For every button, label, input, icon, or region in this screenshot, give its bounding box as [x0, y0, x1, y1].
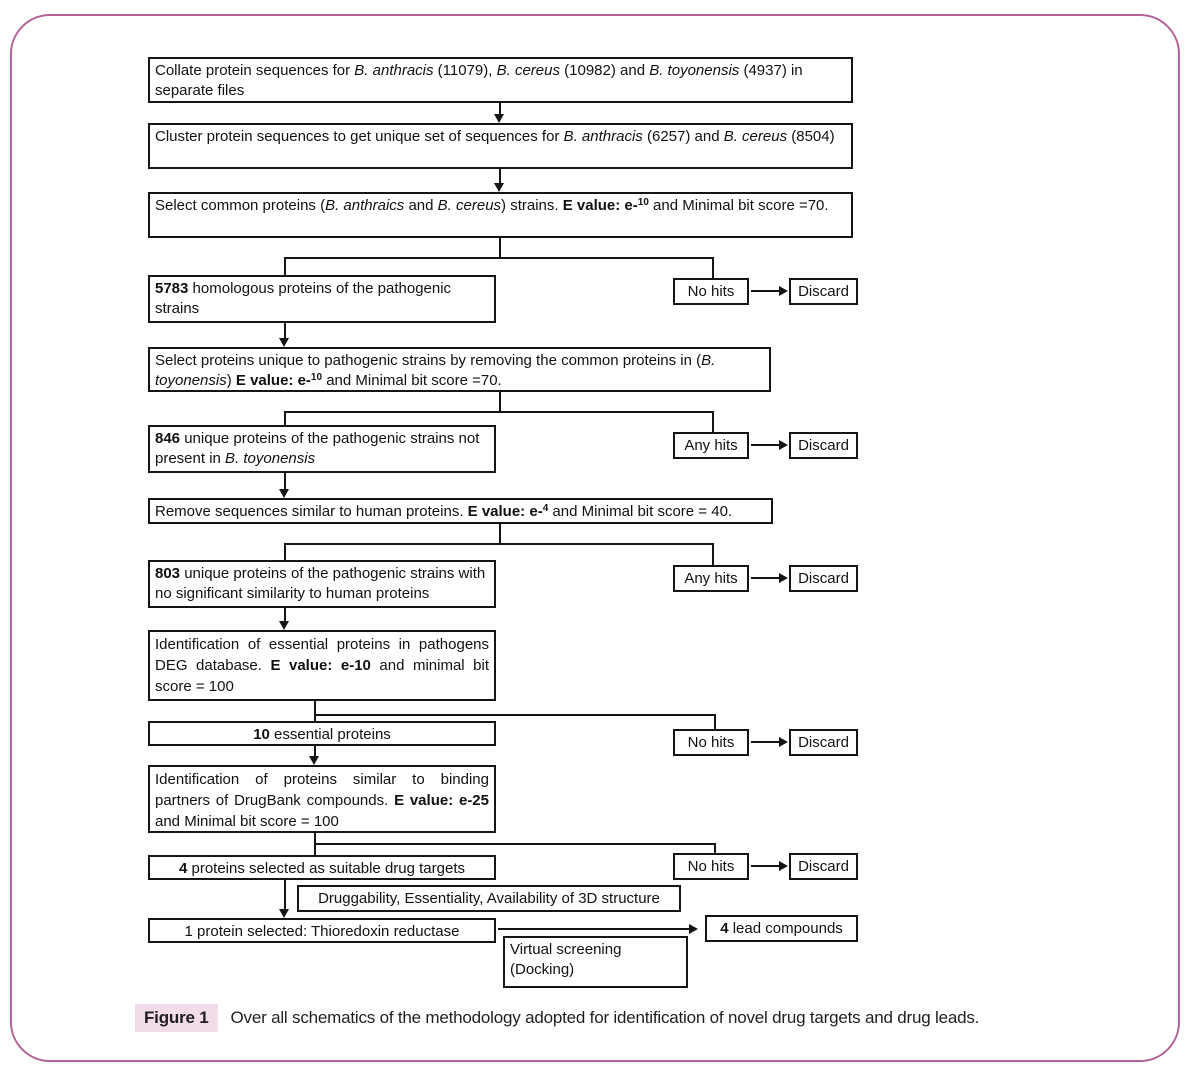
connector-line — [712, 543, 714, 565]
connector-line — [284, 411, 714, 413]
arrowhead-down-icon — [279, 489, 289, 498]
arrowhead-down-icon — [494, 114, 504, 123]
any-hits-box-1: Any hits — [673, 432, 749, 459]
connector-line — [712, 411, 714, 432]
box-803-unique-proteins: 803 unique proteins of the pathogenic st… — [148, 560, 496, 608]
no-hits-box-3: No hits — [673, 853, 749, 880]
figure-caption-text: Over all schematics of the methodology a… — [230, 1008, 980, 1027]
connector-line — [284, 257, 286, 275]
box-remove-human-similar: Remove sequences similar to human protei… — [148, 498, 773, 524]
arrowhead-down-icon — [279, 338, 289, 347]
discard-box-4: Discard — [789, 729, 858, 756]
discard-box-5: Discard — [789, 853, 858, 880]
box-10-essential-proteins: 10 essential proteins — [148, 721, 496, 746]
connector-line — [751, 741, 780, 743]
connector-line — [499, 238, 501, 259]
box-4-lead-compounds: 4 lead compounds — [705, 915, 858, 942]
connector-line — [284, 608, 286, 621]
connector-line — [714, 714, 716, 729]
connector-line — [284, 543, 286, 560]
connector-line — [284, 411, 286, 425]
arrowhead-down-icon — [279, 621, 289, 630]
connector-line — [499, 103, 501, 116]
box-collate-sequences: Collate protein sequences for B. anthrac… — [148, 57, 853, 103]
arrowhead-down-icon — [494, 183, 504, 192]
connector-line — [314, 843, 716, 845]
connector-line — [499, 524, 501, 545]
box-5783-homologous-proteins: 5783 homologous proteins of the pathogen… — [148, 275, 496, 323]
box-cluster-sequences: Cluster protein sequences to get unique … — [148, 123, 853, 169]
box-846-unique-proteins: 846 unique proteins of the pathogenic st… — [148, 425, 496, 473]
box-drugbank-binding-partners: Identification of proteins similar to bi… — [148, 765, 496, 833]
connector-line — [498, 928, 691, 930]
arrowhead-right-icon — [779, 440, 788, 450]
connector-line — [751, 444, 780, 446]
arrowhead-right-icon — [779, 573, 788, 583]
figure-caption-label: Figure 1 — [135, 1004, 218, 1032]
box-essential-proteins-identification: Identification of essential proteins in … — [148, 630, 496, 701]
connector-line — [314, 714, 716, 716]
box-select-unique-proteins: Select proteins unique to pathogenic str… — [148, 347, 771, 392]
connector-line — [314, 746, 316, 756]
discard-box-3: Discard — [789, 565, 858, 592]
page-border — [10, 14, 1180, 1062]
connector-line — [751, 577, 780, 579]
any-hits-box-2: Any hits — [673, 565, 749, 592]
connector-line — [499, 392, 501, 413]
connector-line — [284, 323, 286, 338]
box-virtual-screening: Virtual screening(Docking) — [503, 936, 688, 988]
connector-line — [712, 257, 714, 278]
arrowhead-down-icon — [279, 909, 289, 918]
connector-line — [499, 169, 501, 183]
no-hits-box-2: No hits — [673, 729, 749, 756]
connector-line — [714, 843, 716, 853]
connector-line — [284, 543, 714, 545]
box-druggability-criteria: Druggability, Essentiality, Availability… — [297, 885, 681, 912]
arrowhead-right-icon — [779, 737, 788, 747]
box-4-drug-targets: 4 proteins selected as suitable drug tar… — [148, 855, 496, 880]
arrowhead-right-icon — [779, 861, 788, 871]
arrowhead-down-icon — [309, 756, 319, 765]
connector-line — [751, 865, 780, 867]
figure-caption: Figure 1 Over all schematics of the meth… — [135, 1004, 979, 1032]
discard-box-1: Discard — [789, 278, 858, 305]
connector-line — [751, 290, 780, 292]
connector-line — [284, 880, 286, 909]
arrowhead-right-icon — [689, 924, 698, 934]
connector-line — [284, 257, 714, 259]
discard-box-2: Discard — [789, 432, 858, 459]
connector-line — [284, 473, 286, 489]
arrowhead-right-icon — [779, 286, 788, 296]
box-1-protein-thioredoxin: 1 protein selected: Thioredoxin reductas… — [148, 918, 496, 943]
no-hits-box-1: No hits — [673, 278, 749, 305]
connector-line — [314, 701, 316, 721]
box-select-common-proteins: Select common proteins (B. anthraics and… — [148, 192, 853, 238]
